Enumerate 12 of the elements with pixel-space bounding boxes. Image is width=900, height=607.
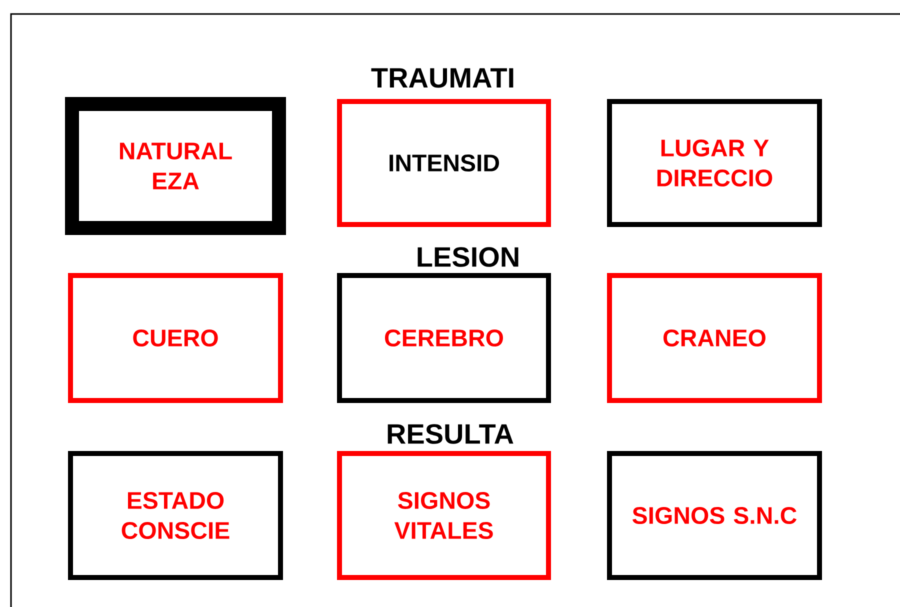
heading: RESULTA <box>384 423 516 445</box>
text-box: CEREBRO <box>337 273 551 403</box>
heading: LESION <box>414 246 522 268</box>
text-box: SIGNOS VITALES <box>337 451 551 580</box>
text-box: INTENSID <box>337 99 551 227</box>
heading: TRAUMATI <box>370 67 516 89</box>
text-box: CRANEO <box>607 273 822 403</box>
text-box: CUERO <box>68 273 283 403</box>
text-box: LUGAR Y DIRECCIO <box>607 99 822 227</box>
text-box: SIGNOS S.N.C <box>607 451 822 580</box>
text-box: NATURAL EZA <box>65 97 286 235</box>
text-box: ESTADO CONSCIE <box>68 451 283 580</box>
